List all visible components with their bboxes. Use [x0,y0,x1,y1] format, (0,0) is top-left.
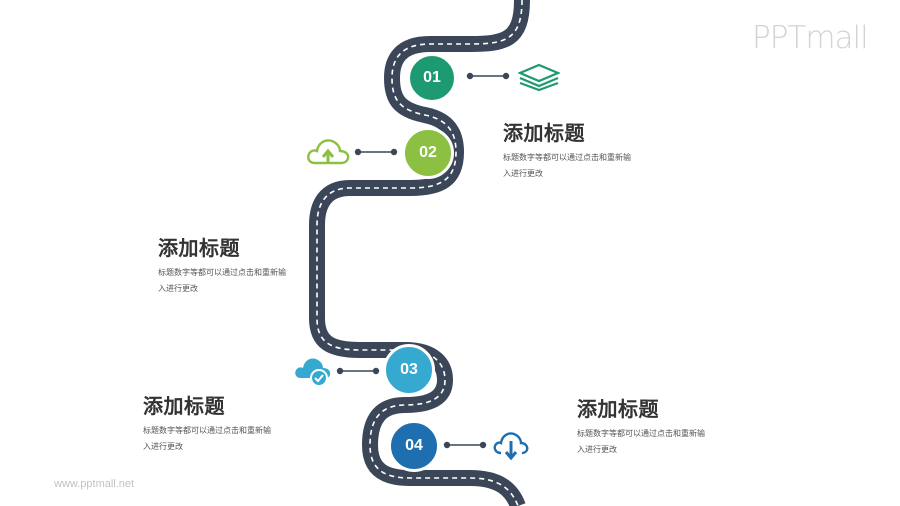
step-2-text: 添加标题 标题数字等都可以通过点击和重新输入进行更改 [158,235,286,297]
step-3-connector [336,367,380,375]
cloud-download-icon [493,432,529,461]
step-4-title: 添加标题 [577,397,659,421]
step-1-description: 标题数字等都可以通过点击和重新输入进行更改 [503,153,631,178]
step-3-number: 03 [400,361,418,378]
step-2-title: 添加标题 [158,236,240,260]
step-4-text: 添加标题 标题数字等都可以通过点击和重新输入进行更改 [577,396,705,458]
step-2-number: 02 [419,144,437,161]
cloud-check-icon [295,358,331,386]
step-4-description: 标题数字等都可以通过点击和重新输入进行更改 [577,429,705,454]
step-2-description: 标题数字等都可以通过点击和重新输入进行更改 [158,268,286,293]
brand-logo: PPTmall [752,20,869,56]
step-2-connector [354,148,398,156]
step-3-description: 标题数字等都可以通过点击和重新输入进行更改 [143,426,271,451]
step-1-badge: 01 [407,53,457,103]
layers-icon [518,63,560,91]
step-1-title: 添加标题 [503,121,585,145]
step-3-text: 添加标题 标题数字等都可以通过点击和重新输入进行更改 [143,393,271,455]
step-1-text: 添加标题 标题数字等都可以通过点击和重新输入进行更改 [503,120,631,182]
footer-url: www.pptmall.net [54,478,135,490]
step-3-badge: 03 [383,344,435,396]
step-3-title: 添加标题 [143,394,225,418]
step-1-number: 01 [423,69,441,86]
step-4-connector [443,441,487,449]
cloud-upload-icon [307,139,350,165]
step-4-number: 04 [405,437,423,454]
step-1-connector [466,72,510,80]
step-4-badge: 04 [388,420,440,472]
step-2-badge: 02 [402,127,454,179]
